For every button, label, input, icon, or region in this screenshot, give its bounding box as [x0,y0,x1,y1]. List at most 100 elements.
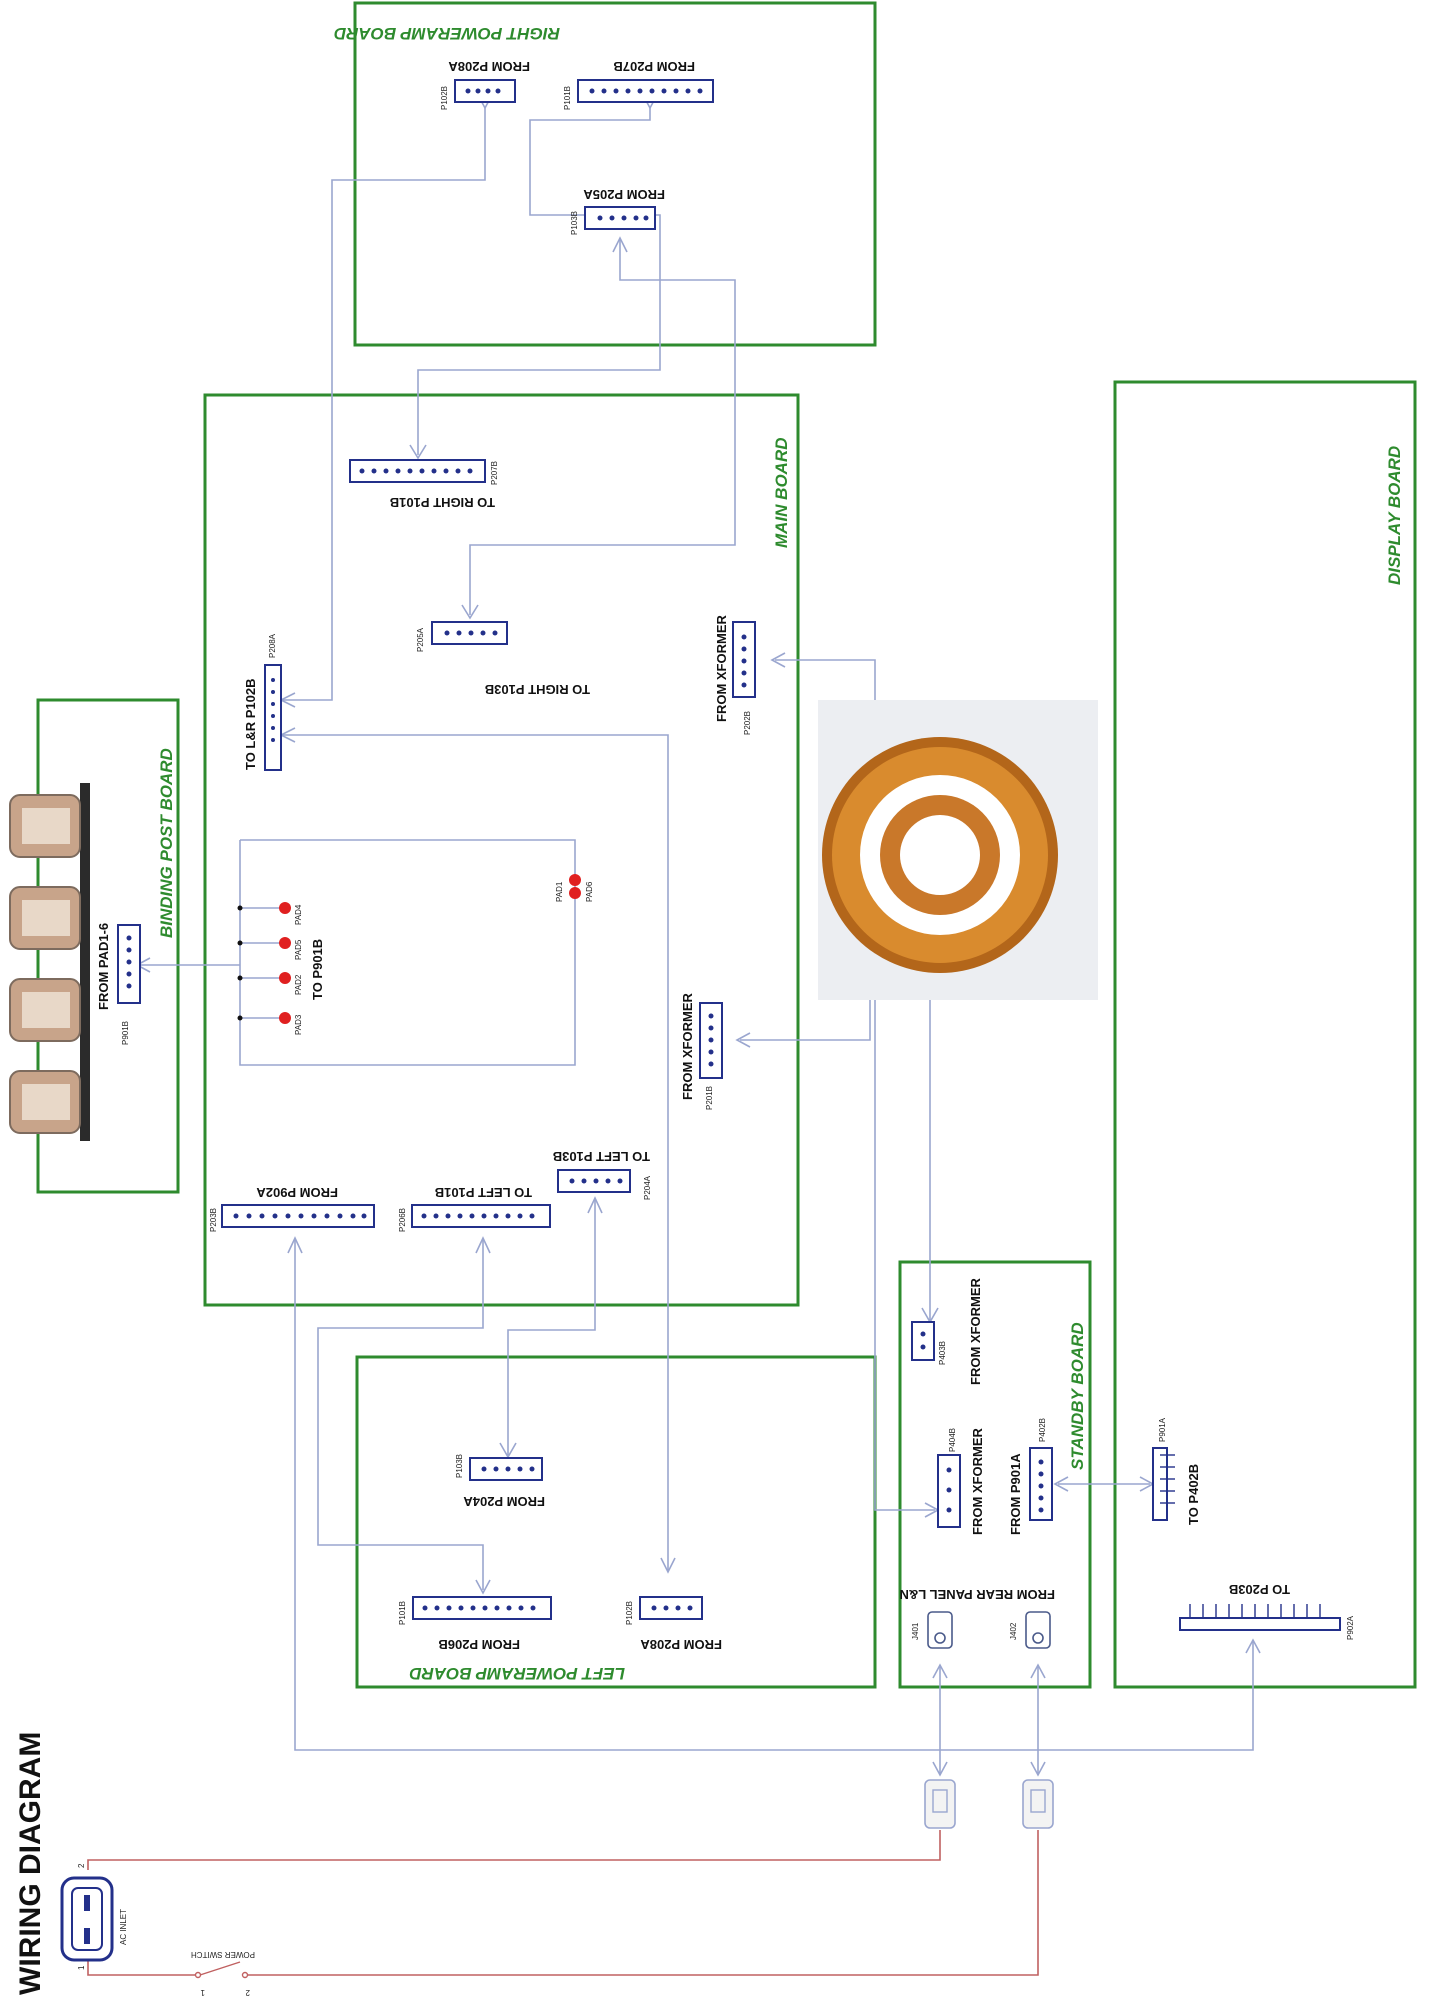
connector-label-main-p208a: TO L&R P102B [243,678,258,770]
connector-ref-right-p101b: P101B [563,86,572,110]
connector-label-main-p204a: TO LEFT P103B [553,1149,650,1164]
connector-ref-display-p901a: P901A [1158,1417,1167,1442]
connector-standby-p404b [937,1454,961,1528]
connector-ref-main-p208a: P208A [268,633,277,658]
wire-switch [248,1830,1039,1976]
connector-ref-main-p207b: P207B [490,461,499,485]
main-board-title: MAIN BOARD [772,438,791,549]
connector-label-display-p902a: TO P203B [1229,1582,1290,1597]
pad-group [237,874,581,1024]
connector-main-p202b [732,621,756,698]
binding-post-2 [9,886,81,950]
plug-1 [924,1779,956,1829]
connector-ref-main-p206b: P206B [398,1208,407,1232]
diagram-title: WIRING DIAGRAM [14,1732,47,1995]
right-poweramp-board [353,1,877,347]
connector-left-p102b [639,1596,703,1620]
jack-j402 [1025,1611,1051,1649]
jack-label-j402: J402 [1009,1622,1018,1640]
wire-ac-1 [87,1960,195,1976]
binding-post-4 [9,1070,81,1134]
connector-right-p101b [577,79,714,103]
connector-label-right-p103b: FROM P205A [583,187,665,202]
connector-label-main-p206b: TO LEFT P101B [435,1185,532,1200]
wire-p208a-left [283,734,669,1570]
main-to-p901b-label: TO P901B [310,939,325,1000]
wire-group [87,94,1261,1976]
connector-label-left-p102b: FROM P208A [640,1637,722,1652]
wire-p208a-right [283,108,486,701]
ac-pin-2: 2 [77,1863,86,1868]
connector-ref-main-p203b: P203B [209,1208,218,1232]
connector-ref-left-p103b: P103B [455,1454,464,1478]
right-poweramp-board-title: RIGHT POWERAMP BOARD [334,24,560,43]
connector-right-p102b [454,79,516,103]
connector-label-left-p101b: FROM P206B [438,1637,520,1652]
connector-ref-main-p205a: P205A [416,627,425,652]
plug-2 [1022,1779,1054,1829]
display-board-title: DISPLAY BOARD [1385,446,1404,585]
pad5 [279,937,291,949]
connector-label-main-p202b: FROM XFORMER [714,615,729,722]
connector-left-p103b [469,1457,543,1481]
binding-post-strip [80,783,90,1141]
connector-label-main-p203b: FROM P902A [256,1185,338,1200]
main-board [203,393,800,1307]
wire-pad-loop [239,839,576,1066]
pad-label-pad6: PAD6 [585,881,594,902]
connector-left-p101b [412,1596,552,1620]
connector-label-right-p101b: FROM P207B [613,59,695,74]
ac-inlet [60,1876,114,1962]
connector-standby-p402b [1029,1447,1053,1521]
connector-label-left-p103b: FROM P204A [463,1494,545,1509]
binding-post-3 [9,978,81,1042]
pad4 [279,902,291,914]
connector-label-main-p201b: FROM XFORMER [680,993,695,1100]
connector-ref-standby-p403b: P403B [938,1341,947,1365]
left-poweramp-board [355,1355,877,1689]
connector-standby-p403b [911,1321,935,1361]
connector-ref-display-p902a: P902A [1346,1615,1355,1640]
wire-ac-2 [87,1830,941,1870]
connector-label-main-p207b: TO RIGHT P101B [390,495,495,510]
pad-label-pad4: PAD4 [294,904,303,925]
connector-main-p206b [411,1204,551,1228]
power-switch-pin-1: 1 [200,1988,205,1997]
connector-right-p103b [584,206,656,230]
wire-xformer-p202b [775,659,935,1511]
pad-label-pad3: PAD3 [294,1014,303,1035]
connector-ref-main-p201b: P201B [705,1086,714,1110]
ac-inlet-label: AC INLET [119,1909,128,1945]
connector-ref-right-p102b: P102B [440,86,449,110]
pad3 [279,1012,291,1024]
connector-label-standby-p402b: FROM P901A [1008,1453,1023,1535]
connector-ref-binding-p901b: P901B [121,1021,130,1045]
standby-board [898,1260,1092,1689]
connector-main-p204a [557,1169,631,1193]
connector-binding-p901b [117,924,141,1004]
standby-board-title: STANDBY BOARD [1068,1322,1087,1470]
left-poweramp-board-title: LEFT POWERAMP BOARD [409,1664,625,1683]
connector-ref-standby-p402b: P402B [1038,1418,1047,1442]
pad-label-pad5: PAD5 [294,939,303,960]
connector-ref-left-p102b: P102B [625,1601,634,1625]
wire-p206b-left [317,1240,484,1590]
display-board [1113,380,1417,1689]
jack-j401 [927,1611,953,1649]
wire-p204a-left [507,1200,596,1455]
connector-main-p203b [221,1204,375,1228]
ac-pin-1: 1 [77,1965,86,1970]
connector-main-p208a [264,664,282,771]
pad-label-pad2: PAD2 [294,974,303,995]
pad1 [569,874,581,886]
power-switch [194,1961,249,1979]
connector-display-p902a [1179,1604,1341,1631]
wire-p205a-right [469,240,736,615]
connector-label-right-p102b: FROM P208A [448,59,530,74]
standby-rear-panel-label: FROM REAR PANEL L&N [899,1587,1055,1602]
connector-label-standby-p403b: FROM XFORMER [968,1278,983,1385]
pad-label-pad1: PAD1 [555,881,564,902]
power-switch-label: POWER SWITCH [191,1950,255,1959]
pad6 [569,887,581,899]
binding-post-1 [9,794,81,858]
